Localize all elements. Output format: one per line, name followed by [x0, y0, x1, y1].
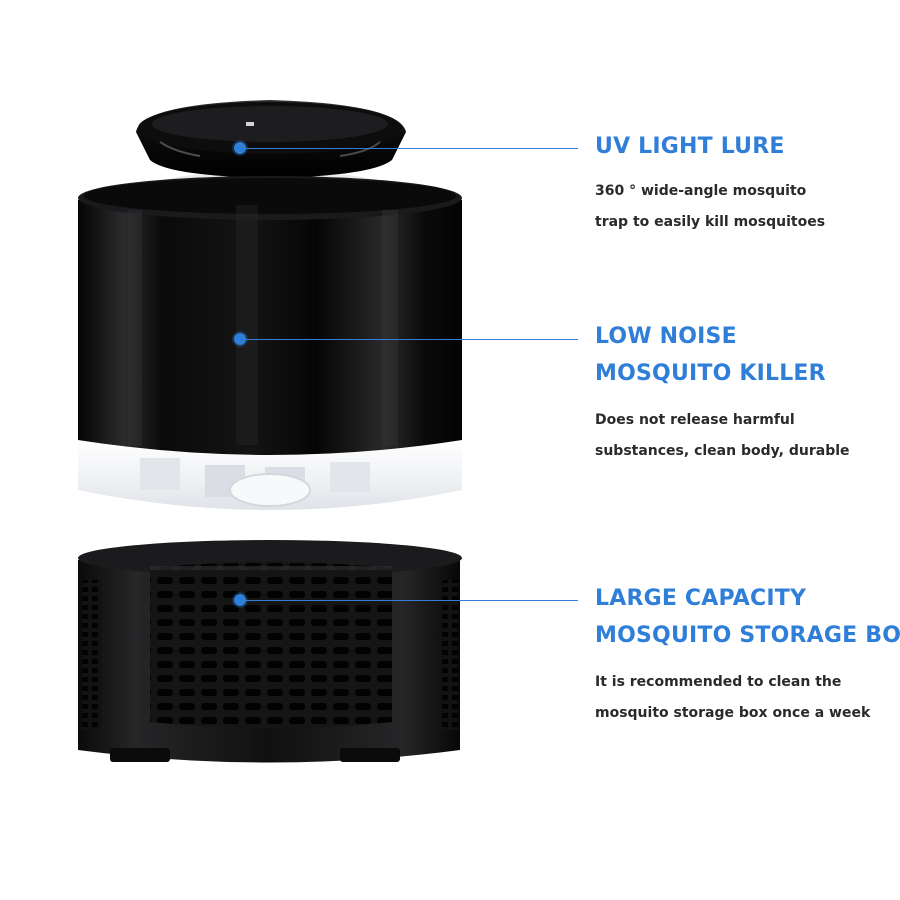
feature-description: It is recommended to clean the mosquito … [595, 667, 895, 729]
feature-storage-box: LARGE CAPACITY MOSQUITO STORAGE BOX It i… [595, 580, 900, 729]
feature-desc-line: Does not release harmful [595, 412, 795, 428]
feature-desc-line: 360 ° wide-angle mosquito [595, 183, 807, 199]
callout-dot-storage [234, 594, 246, 606]
white-fan-ring [78, 440, 462, 510]
feature-title-line: UV LIGHT LURE [595, 134, 785, 159]
feature-title-line: LARGE CAPACITY [595, 586, 807, 611]
feature-low-noise: LOW NOISE MOSQUITO KILLER Does not relea… [595, 318, 895, 467]
feature-description: Does not release harmful substances, cle… [595, 405, 895, 467]
feature-title: LARGE CAPACITY MOSQUITO STORAGE BOX [595, 580, 900, 654]
feature-title: UV LIGHT LURE [595, 128, 895, 165]
feature-description: 360 ° wide-angle mosquito trap to easily… [595, 176, 895, 238]
callout-dot-noise [234, 333, 246, 345]
callout-dot-uv [234, 142, 246, 154]
feature-desc-line: trap to easily kill mosquitoes [595, 214, 826, 230]
main-body [78, 176, 462, 465]
callout-line-uv [240, 148, 578, 149]
feature-desc-line: It is recommended to clean the [595, 674, 842, 690]
callout-line-noise [240, 339, 578, 340]
uv-cap [136, 100, 406, 199]
feature-title-line: MOSQUITO KILLER [595, 361, 826, 386]
callout-line-storage [240, 600, 578, 601]
storage-box [78, 540, 462, 763]
feature-title: LOW NOISE MOSQUITO KILLER [595, 318, 895, 392]
feature-desc-line: mosquito storage box once a week [595, 705, 871, 721]
feature-desc-line: substances, clean body, durable [595, 443, 850, 459]
feature-uv-light-lure: UV LIGHT LURE 360 ° wide-angle mosquito … [595, 128, 895, 238]
feature-title-line: MOSQUITO STORAGE BOX [595, 623, 900, 648]
feature-title-line: LOW NOISE [595, 324, 737, 349]
